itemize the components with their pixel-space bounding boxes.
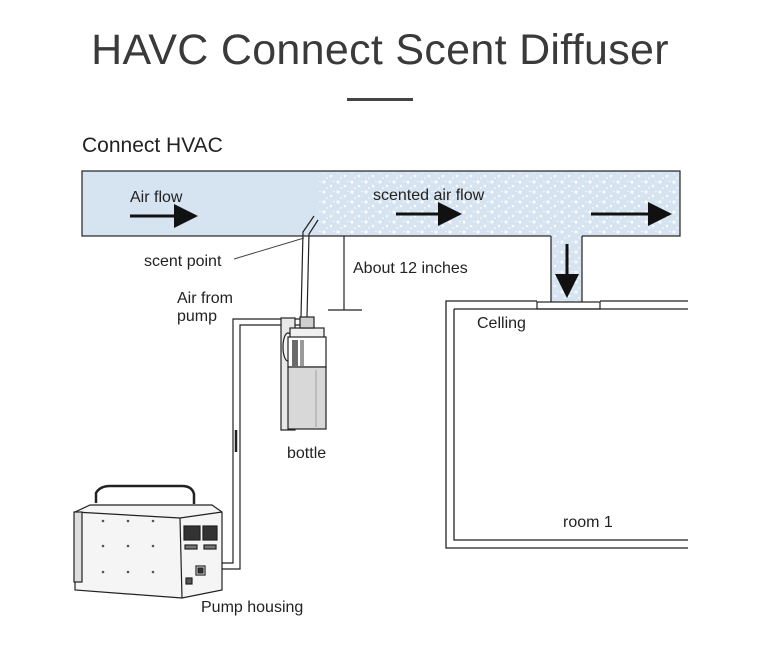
section-heading: Connect HVAC (82, 134, 223, 157)
page-title: HAVC Connect Scent Diffuser (91, 26, 669, 74)
title-underline (347, 98, 413, 101)
distance-bracket (328, 236, 362, 311)
air-from-pump-label-line2: pump (177, 308, 217, 325)
air-flow-label: Air flow (130, 189, 183, 206)
air-from-pump-label-line1: Air from (177, 290, 233, 307)
scent-nozzle (300, 215, 319, 318)
flow-arrows (130, 202, 672, 298)
scent-point-leader (233, 237, 305, 260)
pump-housing-icon (73, 484, 223, 599)
room-walls (445, 300, 688, 549)
pump-housing-label: Pump housing (201, 599, 303, 616)
bottle-label: bottle (287, 445, 326, 462)
room-label: room 1 (563, 514, 613, 531)
air-pipe (216, 318, 300, 570)
ceiling-label: Celling (477, 315, 526, 332)
distance-label: About 12 inches (353, 260, 468, 277)
scented-air-flow-label: scented air flow (373, 187, 485, 204)
bottle-icon (280, 316, 327, 431)
scent-point-label: scent point (144, 253, 222, 270)
